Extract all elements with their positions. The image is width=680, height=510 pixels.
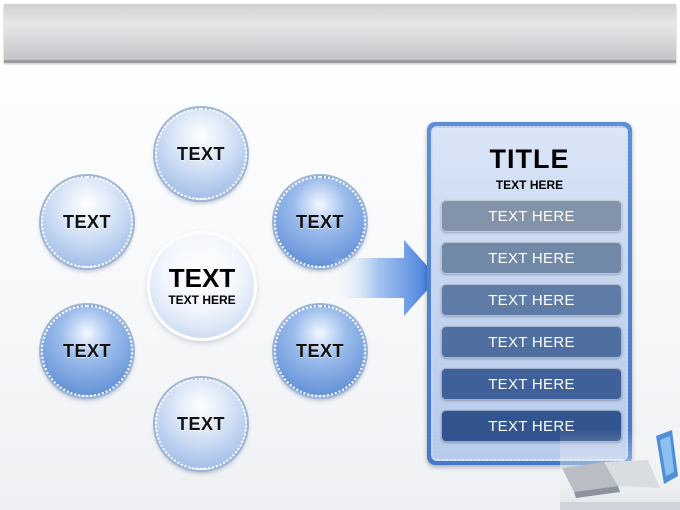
node-label: TEXT xyxy=(295,211,344,232)
node-label: TEXT xyxy=(176,413,225,434)
panel-row-label: TEXT HERE xyxy=(488,291,575,309)
node-upper-right: TEXT xyxy=(274,176,366,268)
panel-row-label: TEXT HERE xyxy=(488,417,575,435)
panel-row-label: TEXT HERE xyxy=(488,333,575,351)
panel-title: TITLE xyxy=(489,144,570,174)
center-subtitle: TEXT HERE xyxy=(168,293,236,307)
node-lower-right: TEXT xyxy=(274,305,366,397)
center-title: TEXT xyxy=(168,263,236,293)
panel-row-3: TEXT HERE xyxy=(441,284,622,316)
header-bar xyxy=(4,4,676,63)
node-label: TEXT xyxy=(62,340,111,361)
node-upper-left: TEXT xyxy=(41,176,133,268)
right-arrow-icon xyxy=(330,240,438,316)
laptop-image xyxy=(560,430,680,510)
panel-row-label: TEXT HERE xyxy=(488,207,575,225)
panel-row-4: TEXT HERE xyxy=(441,326,622,358)
panel-row-1: TEXT HERE xyxy=(441,200,622,232)
node-top: TEXT xyxy=(155,108,247,200)
panel-row-label: TEXT HERE xyxy=(488,375,575,393)
panel-row-label: TEXT HERE xyxy=(488,249,575,267)
panel-row-2: TEXT HERE xyxy=(441,242,622,274)
info-panel-body: TITLE TEXT HERE TEXT HERE TEXT HERE TEXT… xyxy=(431,126,628,461)
header-divider xyxy=(4,63,676,64)
info-panel: TITLE TEXT HERE TEXT HERE TEXT HERE TEXT… xyxy=(427,122,632,465)
panel-subtitle: TEXT HERE xyxy=(495,178,564,192)
node-label: TEXT xyxy=(62,211,111,232)
node-bottom: TEXT xyxy=(155,378,247,470)
node-label: TEXT xyxy=(176,143,225,164)
panel-row-5: TEXT HERE xyxy=(441,368,622,400)
node-lower-left: TEXT xyxy=(41,305,133,397)
node-label: TEXT xyxy=(295,340,344,361)
center-node: TEXT TEXT HERE xyxy=(150,234,254,338)
